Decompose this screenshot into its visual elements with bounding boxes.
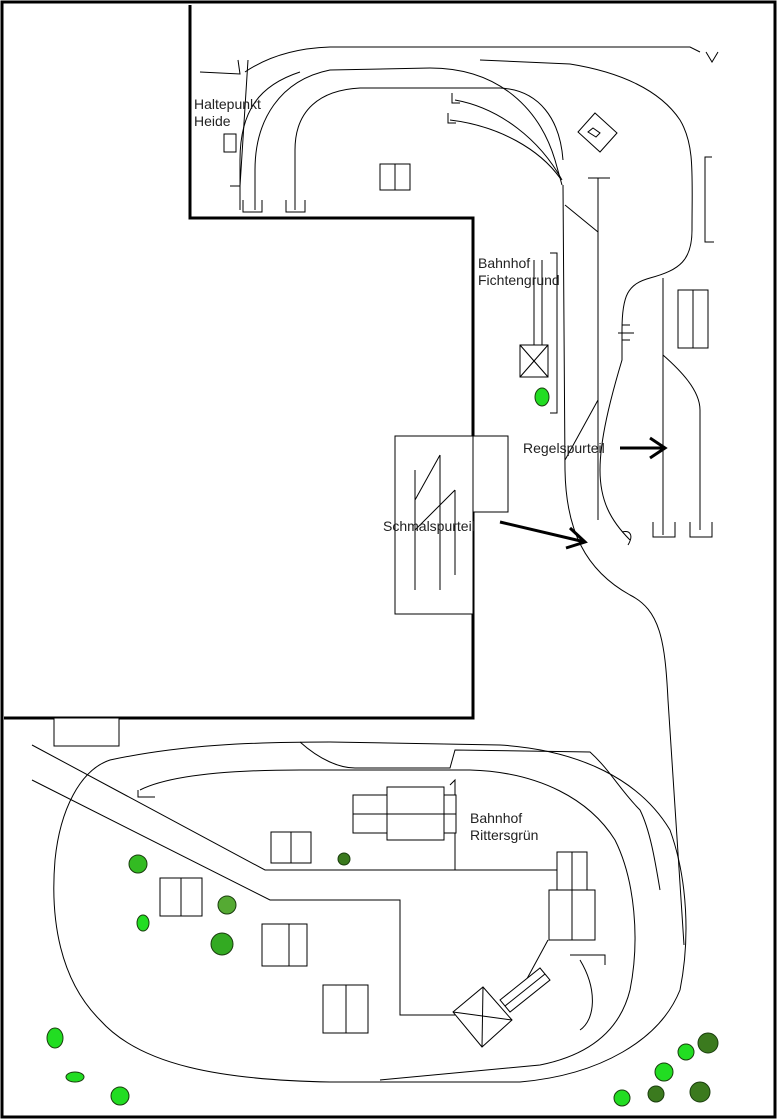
building-diamond xyxy=(577,112,618,153)
tree xyxy=(647,1085,665,1103)
track-regel-3 xyxy=(662,354,701,530)
track-heide-loop xyxy=(239,71,301,210)
track-right-siding xyxy=(704,156,714,243)
building-engine-shed xyxy=(548,851,596,941)
track-siding-2 xyxy=(449,119,561,179)
tree xyxy=(677,1043,695,1061)
tree xyxy=(65,1071,85,1083)
tree xyxy=(337,852,351,866)
building-shed-3 xyxy=(261,923,308,967)
tree xyxy=(136,914,150,932)
track-top-right-sweep xyxy=(479,59,693,541)
building-top-middle xyxy=(379,163,411,191)
tree xyxy=(46,1027,64,1049)
label-regelspurteil-text: Regelspurteil xyxy=(523,440,605,456)
arrow-schmalspur xyxy=(499,520,588,550)
label-bahnhof-rittersgruen: Bahnhof Rittersgrün xyxy=(470,810,538,844)
building-crane xyxy=(452,967,551,1048)
trees xyxy=(46,387,719,1107)
label-schmalspurteil-text: Schmalspurteil xyxy=(383,518,475,534)
arrows xyxy=(499,436,668,550)
track-diag-b xyxy=(31,779,455,1016)
label-heide-line2: Heide xyxy=(194,113,231,129)
schmalspur-module xyxy=(394,435,509,615)
label-rittersgruen-line1: Bahnhof xyxy=(470,810,523,826)
building-heide-hut xyxy=(223,133,237,153)
track-narrow-main xyxy=(562,184,685,946)
tree xyxy=(689,1081,711,1103)
tree xyxy=(654,1062,674,1082)
track-heide-platform xyxy=(230,59,249,187)
building-shed-4 xyxy=(322,984,369,1034)
building-shed-2 xyxy=(159,877,203,917)
track-diagonal xyxy=(564,204,599,233)
arrow-regelspur xyxy=(620,436,668,460)
tree xyxy=(697,1032,719,1054)
track-bottom-outer xyxy=(53,741,687,1083)
tree xyxy=(217,895,237,915)
label-schmalspurteil: Schmalspurteil xyxy=(383,518,475,535)
building-rittersgruen-station xyxy=(352,786,457,841)
label-haltepunkt-heide: Haltepunkt Heide xyxy=(194,96,261,130)
track-diag-a xyxy=(31,744,560,871)
track-arc-outer xyxy=(254,67,563,210)
tree xyxy=(110,1086,130,1106)
track-siding-1 xyxy=(454,99,563,181)
label-fichtengrund-line1: Bahnhof xyxy=(478,255,531,271)
building-fichtengrund xyxy=(519,252,558,414)
track-bumpers xyxy=(137,51,719,798)
track-arc-inner xyxy=(294,87,564,210)
label-fichtengrund-line2: Fichtengrund xyxy=(478,272,560,288)
track-heide-stub xyxy=(199,59,241,75)
tracks xyxy=(31,46,719,1083)
tree xyxy=(613,1089,631,1107)
label-heide-line1: Haltepunkt xyxy=(194,96,261,112)
track-top-outer xyxy=(244,46,701,73)
label-rittersgruen-line2: Rittersgrün xyxy=(470,827,539,843)
tree xyxy=(534,387,550,407)
track-bottom-hook xyxy=(570,954,606,1031)
wall-cutout xyxy=(4,5,475,720)
label-regelspurteil: Regelspurteil xyxy=(523,440,605,457)
tree xyxy=(128,854,148,874)
tree xyxy=(210,932,234,956)
label-bahnhof-fichtengrund: Bahnhof Fichtengrund xyxy=(478,255,560,289)
buildings xyxy=(53,112,709,1048)
building-shed-1 xyxy=(270,831,312,864)
building-regel-shed xyxy=(677,289,709,349)
track-regel-link xyxy=(564,399,599,461)
track-bottom-inner xyxy=(139,769,636,1081)
building-bottom-left-box xyxy=(53,717,120,747)
track-bottom-top-wavy xyxy=(299,741,661,891)
